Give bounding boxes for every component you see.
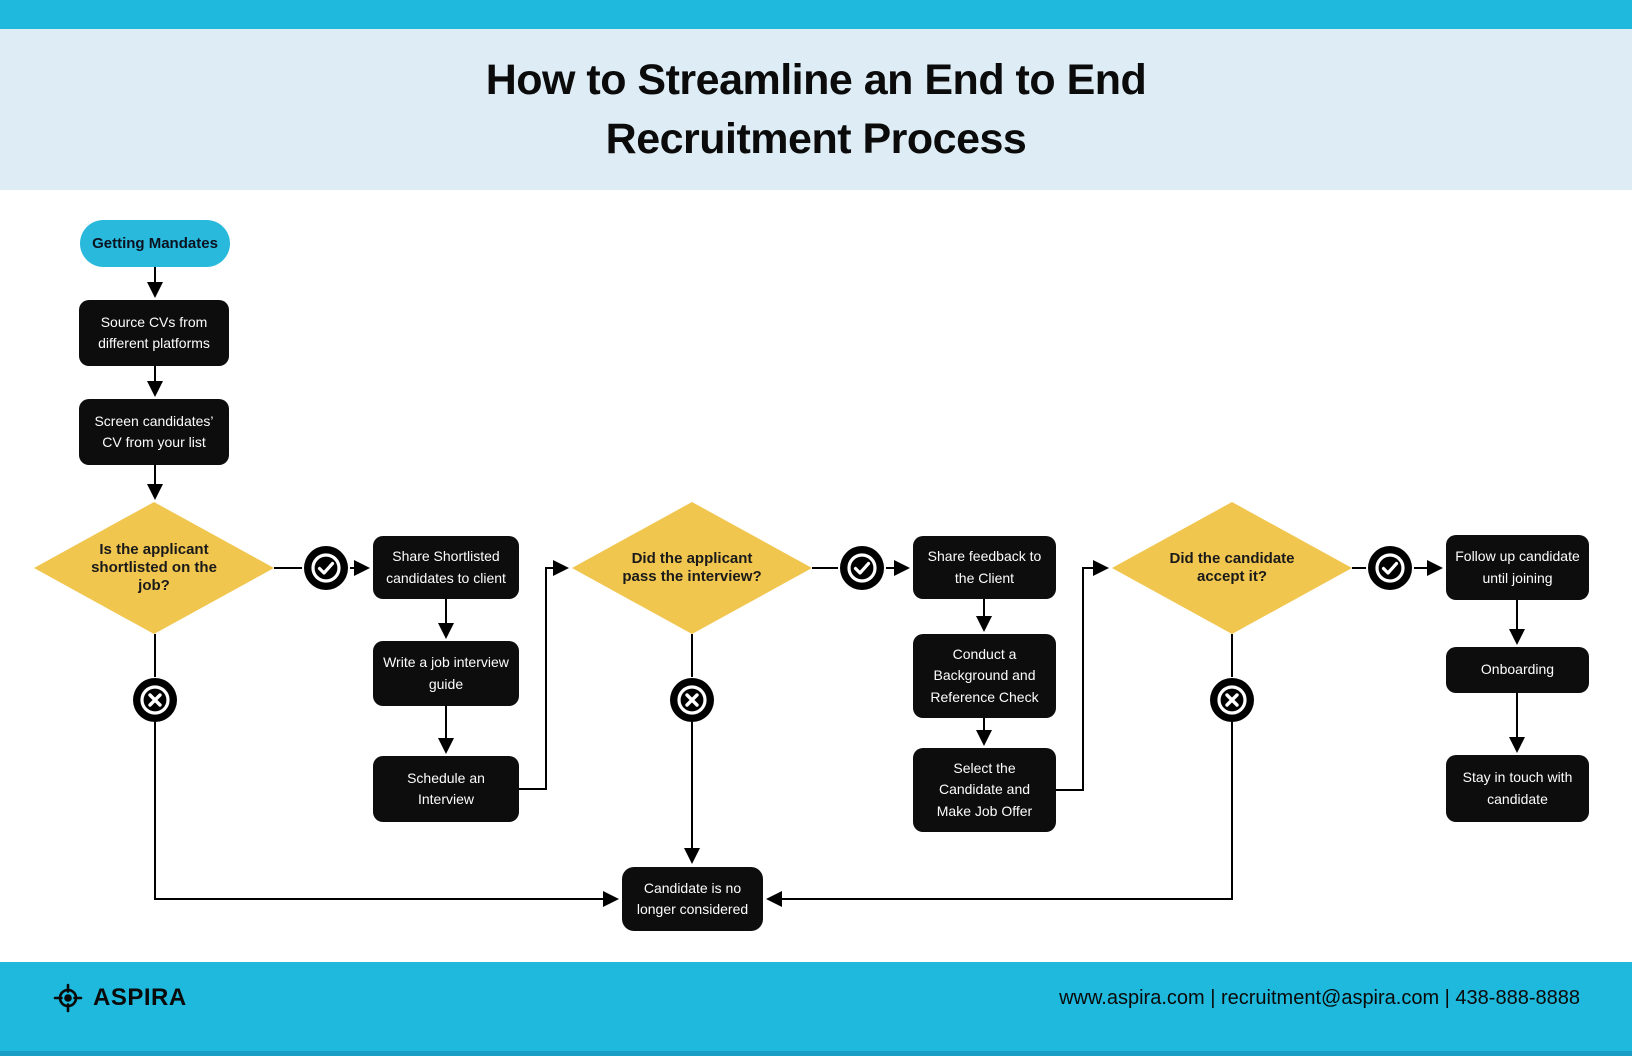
step-follow-up: Follow up candidate until joining bbox=[1446, 535, 1589, 600]
page-title-line1: How to Streamline an End to End bbox=[485, 55, 1147, 104]
top-accent-bar bbox=[0, 0, 1632, 29]
step-screen-candidates: Screen candidates’ CV from your list bbox=[79, 399, 229, 465]
flow-connectors bbox=[147, 267, 1525, 907]
yes-check-circle-icon-1 bbox=[304, 546, 348, 590]
yes-check-circle-icon-2 bbox=[840, 546, 884, 590]
no-x-circle-icon-3 bbox=[1210, 678, 1254, 722]
step-select-candidate: Select the Candidate and Make Job Offer bbox=[913, 748, 1056, 832]
yes-check-circle-icon-3 bbox=[1368, 546, 1412, 590]
no-x-circle-icon-1 bbox=[133, 678, 177, 722]
step-share-shortlisted: Share Shortlisted candidates to client bbox=[373, 536, 519, 599]
flowchart-canvas: Getting Mandates Source CVs from differe… bbox=[0, 190, 1632, 962]
brand-name: ASPIRA bbox=[93, 984, 187, 1011]
footer-content: ASPIRA www.aspira.com | recruitment@aspi… bbox=[0, 962, 1632, 1034]
decision-passed-interview-label: Did the applicant pass the interview? bbox=[622, 549, 762, 585]
footer-contact-info: www.aspira.com | recruitment@aspira.com … bbox=[1059, 986, 1580, 1009]
step-schedule-interview: Schedule an Interview bbox=[373, 756, 519, 822]
start-node-getting-mandates: Getting Mandates bbox=[80, 220, 230, 267]
step-onboarding: Onboarding bbox=[1446, 647, 1589, 693]
page-title-line2: Recruitment Process bbox=[605, 114, 1027, 163]
brand-logo: ASPIRA bbox=[52, 982, 187, 1014]
no-x-circle-icon-2 bbox=[670, 678, 714, 722]
step-stay-in-touch: Stay in touch with candidate bbox=[1446, 755, 1589, 822]
footer-band bbox=[0, 962, 1632, 1056]
step-background-check: Conduct a Background and Reference Check bbox=[913, 634, 1056, 718]
step-write-guide: Write a job interview guide bbox=[373, 641, 519, 706]
decision-accepted-offer-label: Did the candidate accept it? bbox=[1169, 549, 1295, 585]
step-share-feedback: Share feedback to the Client bbox=[913, 536, 1056, 599]
decision-shortlisted-label: Is the applicant shortlisted on the job? bbox=[91, 540, 217, 595]
page-title: How to Streamline an End to End Recruitm… bbox=[36, 51, 1596, 169]
footer-bottom-strip bbox=[0, 1051, 1632, 1056]
header-band: How to Streamline an End to End Recruitm… bbox=[0, 29, 1632, 190]
outcome-not-considered: Candidate is no longer considered bbox=[622, 867, 763, 931]
step-source-cvs: Source CVs from different platforms bbox=[79, 300, 229, 366]
target-crosshair-icon bbox=[53, 983, 83, 1013]
